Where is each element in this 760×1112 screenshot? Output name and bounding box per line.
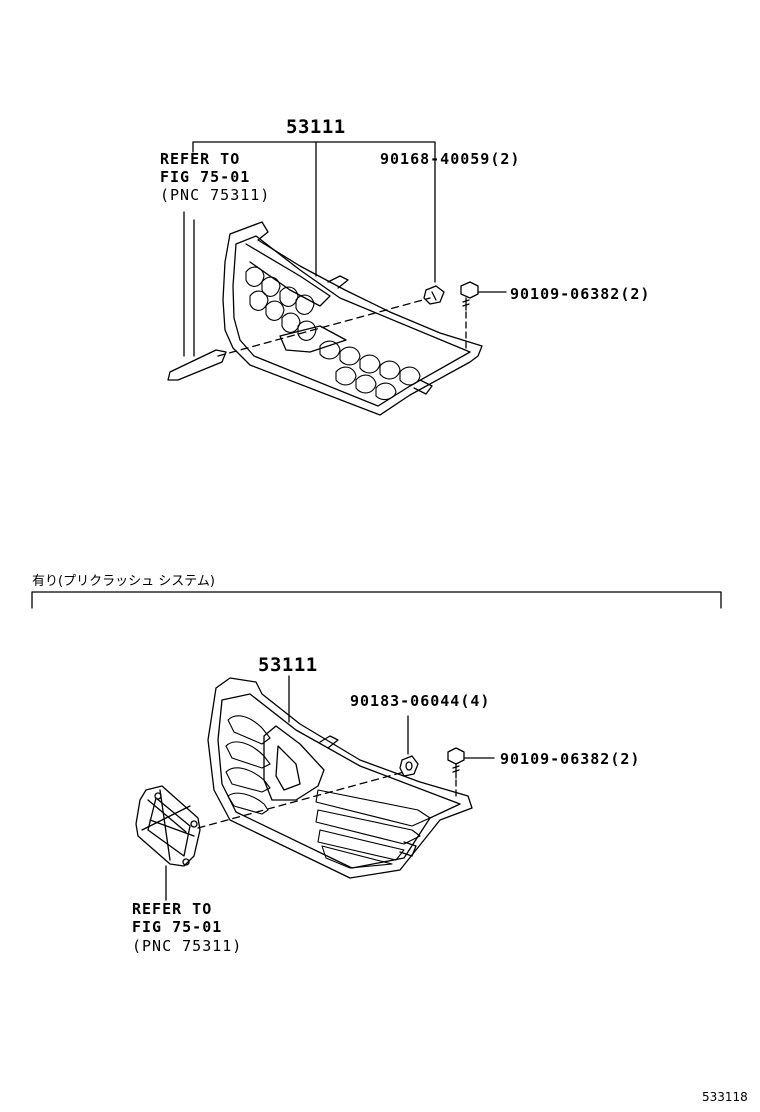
top-tab bbox=[327, 275, 349, 289]
top-grille-frame bbox=[222, 221, 483, 416]
bottom-bolt-callout: 90109-06382(2) bbox=[500, 750, 641, 768]
bottom-grille-frame bbox=[207, 677, 473, 879]
top-refer-line-1: REFER TO bbox=[160, 150, 241, 168]
bottom-refer-line-3: (PNC 75311) bbox=[132, 937, 243, 955]
bottom-part-number: 53111 bbox=[258, 654, 318, 676]
bottom-sensor-bracket bbox=[135, 785, 201, 867]
top-refer-line-3: (PNC 75311) bbox=[160, 186, 271, 204]
bottom-nut bbox=[399, 755, 419, 777]
bottom-lower-tab bbox=[399, 841, 417, 857]
top-refer-line-2: FIG 75-01 bbox=[160, 168, 251, 186]
top-part-bracket bbox=[192, 141, 436, 153]
bottom-grille-assembly bbox=[135, 675, 495, 901]
top-bolt bbox=[460, 281, 479, 311]
top-part-number: 53111 bbox=[286, 116, 346, 138]
top-clip-callout: 90168-40059(2) bbox=[380, 150, 521, 168]
top-grille-assembly bbox=[167, 141, 507, 416]
condition-label: 有り(プリクラッシュ システム) bbox=[32, 574, 215, 589]
bottom-emblem-opening bbox=[263, 725, 325, 801]
top-grille-upper-bar bbox=[245, 243, 331, 307]
bottom-tab bbox=[319, 735, 339, 749]
illustration-ref: 533118 bbox=[702, 1090, 748, 1104]
top-emblem-dashline bbox=[217, 297, 431, 357]
top-grille-mesh bbox=[245, 266, 421, 401]
bottom-grille-bars bbox=[225, 715, 431, 869]
bottom-bracket-dashline bbox=[197, 771, 405, 829]
top-bolt-callout: 90109-06382(2) bbox=[510, 285, 651, 303]
top-emblem-mount bbox=[279, 325, 347, 353]
condition-bracket bbox=[31, 591, 722, 609]
bottom-refer-line-1: REFER TO bbox=[132, 900, 213, 918]
top-lower-tab bbox=[413, 379, 433, 395]
bottom-refer-line-2: FIG 75-01 bbox=[132, 918, 223, 936]
top-clip bbox=[423, 285, 445, 305]
bottom-bolt bbox=[447, 747, 465, 779]
bottom-grille-inner bbox=[217, 693, 461, 869]
top-emblem-strip bbox=[167, 349, 227, 381]
bottom-nut-callout: 90183-06044(4) bbox=[350, 692, 491, 710]
